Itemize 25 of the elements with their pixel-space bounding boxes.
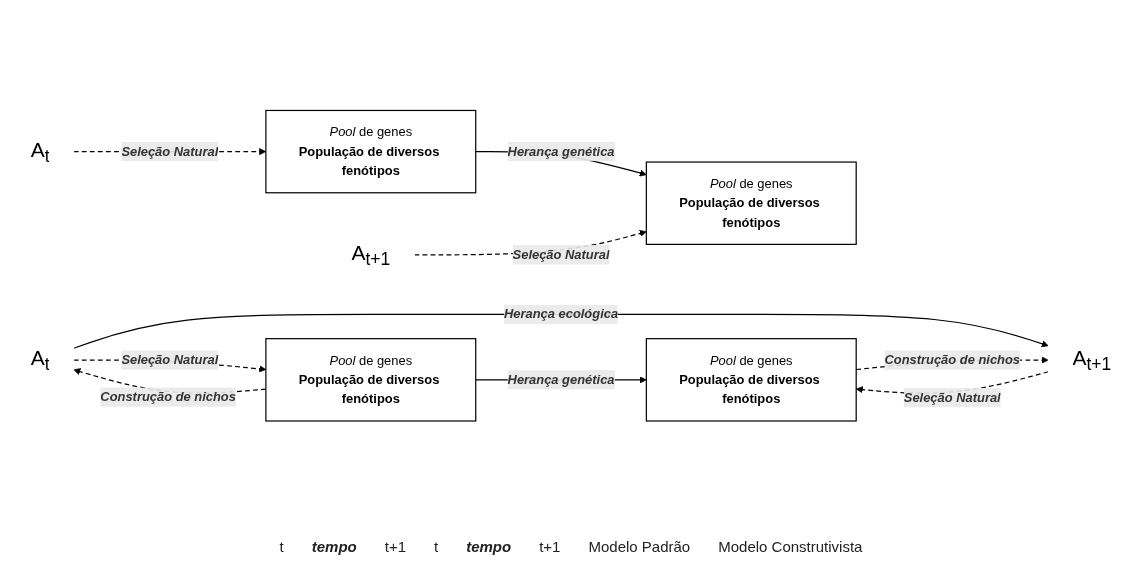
edge-label: Seleção Natural (512, 247, 610, 262)
tick-label: t+1 (539, 538, 561, 555)
node-text: A$_{t+1}$ (351, 240, 391, 270)
caption-text: Modelo Padrão (588, 538, 691, 555)
node-box: Pool de genes População de diversos fenótipos (265, 338, 477, 422)
edge-label: Seleção Natural (121, 353, 219, 367)
edge-label: Construção de nichos (100, 390, 236, 404)
caption-text: Modelo Construtivista (718, 538, 863, 555)
tick-label: t+1 (384, 538, 406, 555)
axis-label: tempo (466, 538, 512, 555)
node-text: A$_{t+1}$ (1072, 345, 1112, 375)
node-box: Pool de genes População de diversos fenótipos (645, 338, 857, 422)
node-box: Pool de genes População de diversos fenótipos (645, 161, 857, 246)
node-text: A$_{t}$ (30, 345, 50, 375)
edge-label: Herança genética (507, 144, 615, 159)
axis-label: tempo (311, 538, 357, 555)
edge-label: Herança ecológica (503, 307, 619, 322)
node-text: A$_{t}$ (30, 137, 50, 166)
tick-label: t (279, 538, 284, 555)
edge-label: Seleção Natural (903, 390, 1001, 405)
node-box: Pool de genes População de diversos fenótipos (265, 110, 477, 194)
tick-label: t (434, 538, 439, 555)
edge-label: Herança genética (507, 372, 615, 387)
edge-label: Seleção Natural (121, 144, 219, 159)
edge-label: Construção de nichos (884, 353, 1021, 367)
